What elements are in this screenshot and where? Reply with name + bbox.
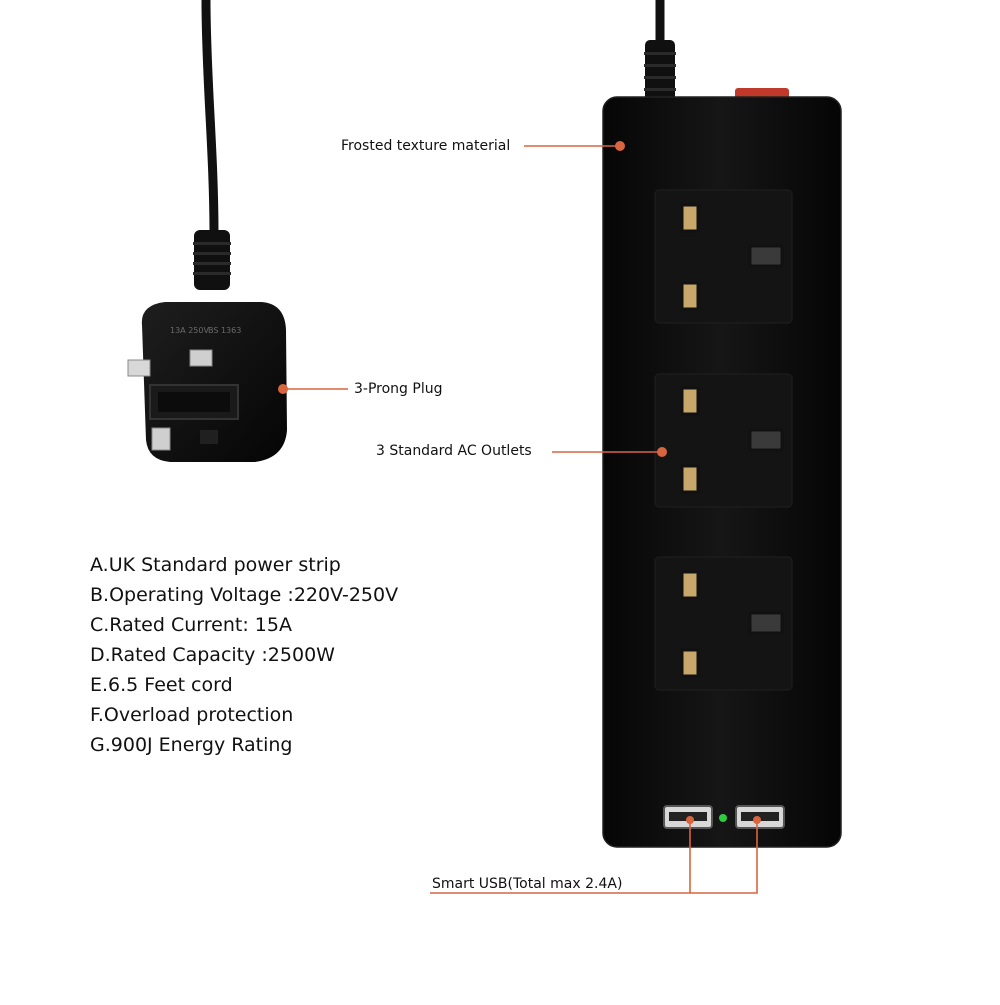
- spec-item: D.Rated Capacity :2500W: [90, 644, 335, 666]
- plug-pin-earth: [151, 427, 171, 451]
- usb-status-led: [719, 814, 727, 822]
- spec-item: C.Rated Current: 15A: [90, 614, 292, 636]
- callout-dot-frosted: [615, 141, 625, 151]
- plug-marking-standard: BS 1363: [208, 326, 241, 335]
- spec-item: A.UK Standard power strip: [90, 554, 341, 576]
- ac-outlet-3: [654, 556, 793, 691]
- plug-strain-relief: [193, 230, 231, 290]
- callout-dot-usb-2: [753, 816, 761, 824]
- spec-item: E.6.5 Feet cord: [90, 674, 233, 696]
- plug-marking-rating: 13A 250V: [170, 326, 209, 335]
- spec-item: F.Overload protection: [90, 704, 294, 726]
- ac-outlet-1: [654, 189, 793, 324]
- spec-item: B.Operating Voltage :220V-250V: [90, 584, 399, 606]
- callout-frosted-label: Frosted texture material: [341, 138, 511, 154]
- callout-line-usb: [430, 820, 758, 894]
- callout-dot-outlets: [657, 447, 667, 457]
- callout-dot-plug: [278, 384, 288, 394]
- spec-item: G.900J Energy Rating: [90, 734, 293, 756]
- spec-list: A.UK Standard power strip B.Operating Vo…: [90, 550, 398, 760]
- callout-dot-usb-1: [686, 816, 694, 824]
- callout-usb-label: Smart USB(Total max 2.4A): [432, 876, 623, 892]
- plug-pin-neutral: [127, 359, 151, 377]
- ac-outlet-2: [654, 373, 793, 508]
- plug-cord: [201, 0, 219, 240]
- usb-port-2: [735, 805, 785, 829]
- callout-outlets-label: 3 Standard AC Outlets: [376, 443, 532, 459]
- uk-plug: 13A 250V BS 1363: [127, 302, 287, 462]
- callout-plug-label: 3-Prong Plug: [354, 381, 443, 397]
- strip-strain-relief: [644, 40, 676, 102]
- plug-pin-live: [189, 349, 213, 367]
